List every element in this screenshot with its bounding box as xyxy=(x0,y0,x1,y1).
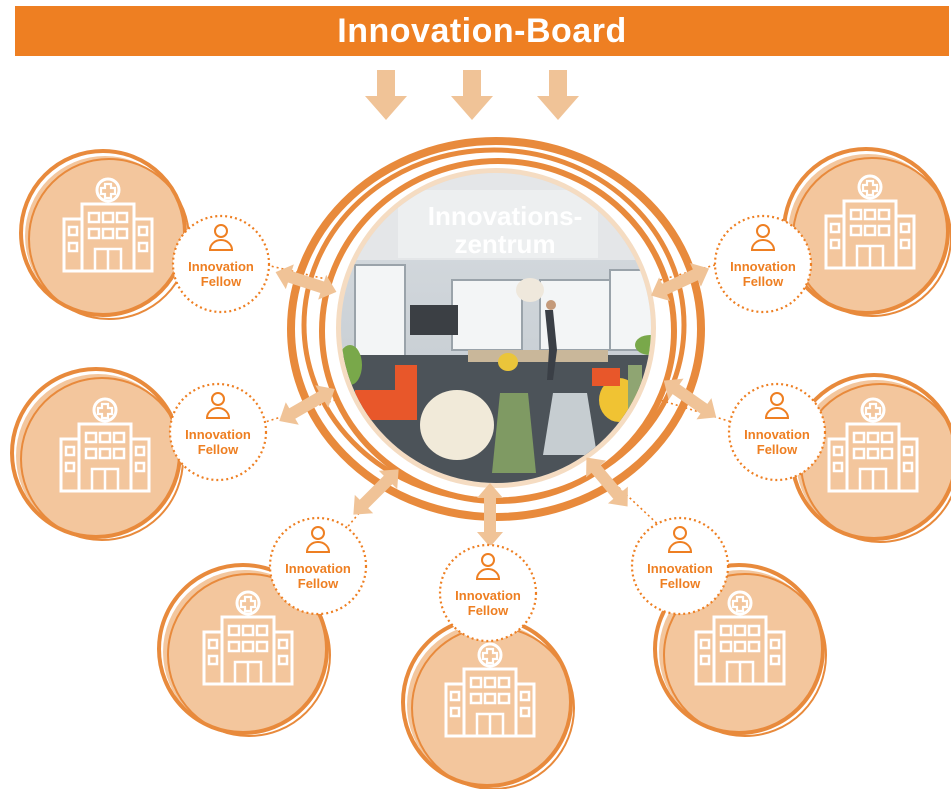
fellow-label-line2: Fellow xyxy=(198,442,239,457)
hub-title-line2: zentrum xyxy=(454,229,555,259)
arrow-down-icon xyxy=(537,70,579,120)
fellow-label-line2: Fellow xyxy=(201,274,242,289)
fellow-label-line1: Innovation xyxy=(455,588,521,603)
page-title: Innovation-Board xyxy=(337,11,627,50)
hospital-node xyxy=(653,563,827,737)
arrow-down-icon xyxy=(451,70,493,120)
hospital-node xyxy=(401,616,575,789)
fellow-label-line2: Fellow xyxy=(468,603,509,618)
hospital-node xyxy=(19,149,190,320)
fellow-label-line1: Innovation xyxy=(185,427,251,442)
hub-title-line1: Innovations- xyxy=(428,201,583,231)
fellow-label-line2: Fellow xyxy=(743,274,784,289)
fellow-label-line2: Fellow xyxy=(757,442,798,457)
hospital-node xyxy=(782,147,951,317)
fellow-label-line2: Fellow xyxy=(660,576,701,591)
fellow-label-line1: Innovation xyxy=(188,259,254,274)
fellow-label-line1: Innovation xyxy=(647,561,713,576)
fellow-label-line1: Innovation xyxy=(744,427,810,442)
innovation-center-hub: Innovations- zentrum xyxy=(287,137,705,521)
fellow-label-line2: Fellow xyxy=(298,576,339,591)
office-photo xyxy=(341,173,651,483)
title-banner: Innovation-Board xyxy=(15,6,949,56)
arrow-down-icon xyxy=(365,70,407,120)
fellow-label-line1: Innovation xyxy=(285,561,351,576)
hospital-node xyxy=(10,367,184,541)
hospital-node xyxy=(157,563,331,737)
fellow-label-line1: Innovation xyxy=(730,259,796,274)
